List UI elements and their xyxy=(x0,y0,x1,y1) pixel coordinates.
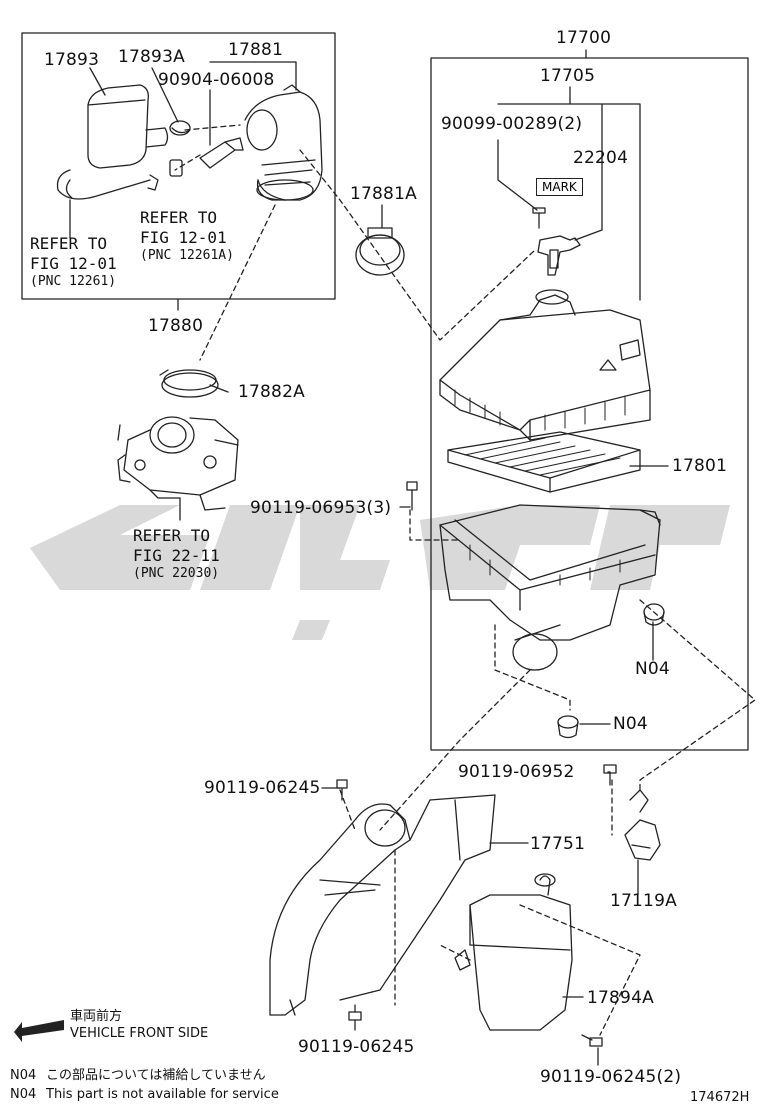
frame-17880 xyxy=(21,32,336,300)
label-17705: 17705 xyxy=(540,66,596,86)
refer-pnc: (PNC 22030) xyxy=(133,566,220,581)
bolt-90119-06245-lower xyxy=(348,1004,362,1021)
bolt-90119-06952 xyxy=(603,764,617,786)
refer-block-12261A: REFER TO FIG 12-01 (PNC 12261A) xyxy=(140,208,234,264)
label-17700: 17700 xyxy=(556,28,612,48)
label-17880: 17880 xyxy=(148,316,204,336)
hose-17881 xyxy=(244,84,323,201)
label-17894A: 17894A xyxy=(587,988,654,1008)
inlet-duct-17751 xyxy=(269,794,496,1016)
label-90904-06008: 90904-06008 xyxy=(158,70,275,90)
label-17751: 17751 xyxy=(530,834,586,854)
frame-17700 xyxy=(430,57,749,751)
label-90119-06953: 90119-06953(3) xyxy=(250,498,392,518)
clamp-17882A xyxy=(159,369,219,398)
label-17893: 17893 xyxy=(44,50,100,70)
bolt-90119-06245-pair xyxy=(581,1034,603,1047)
bolt-90119-06245-upper xyxy=(336,779,348,801)
bolt-90119-06953 xyxy=(406,481,418,511)
screw-90099 xyxy=(532,207,546,229)
label-90099-00289: 90099-00289(2) xyxy=(441,114,583,134)
front-label-en: VEHICLE FRONT SIDE xyxy=(70,1026,209,1041)
label-n04-lower: N04 xyxy=(613,714,648,734)
figure-id: 174672H xyxy=(690,1090,750,1105)
refer-line2: FIG 22-11 xyxy=(133,546,220,565)
label-17882A: 17882A xyxy=(238,382,305,402)
grommet-n04-lower xyxy=(557,715,579,739)
dashed-lines xyxy=(174,124,756,1036)
refer-line1: REFER TO xyxy=(140,208,218,227)
union-90904 xyxy=(199,137,244,169)
watermark-logo xyxy=(30,505,730,640)
label-22204: 22204 xyxy=(573,148,629,168)
note-jp-code: N04 xyxy=(10,1068,37,1083)
label-17881: 17881 xyxy=(228,40,284,60)
refer-line2: FIG 12-01 xyxy=(30,254,117,273)
label-17119A: 17119A xyxy=(610,891,677,911)
label-90119-06245-lower: 90119-06245 xyxy=(298,1037,415,1057)
front-label-jp: 車両前方 xyxy=(70,1009,123,1024)
refer-block-12261: REFER TO FIG 12-01 (PNC 12261) xyxy=(30,234,117,290)
resonator-17894A xyxy=(454,873,573,1031)
note-en-code: N04 xyxy=(10,1087,37,1102)
refer-pnc: (PNC 12261) xyxy=(30,274,117,289)
clamp-17893A xyxy=(169,120,191,177)
label-90119-06245-upper: 90119-06245 xyxy=(204,778,321,798)
mark-box: MARK xyxy=(536,178,583,196)
bracket-17119A xyxy=(624,789,661,861)
label-17801: 17801 xyxy=(672,456,728,476)
label-17881A: 17881A xyxy=(350,184,417,204)
note-jp-text: この部品については補給していません xyxy=(46,1068,266,1083)
throttle-body xyxy=(117,416,239,511)
label-90119-06952: 90119-06952 xyxy=(458,762,575,782)
label-n04-upper: N04 xyxy=(635,659,670,679)
refer-pnc: (PNC 12261A) xyxy=(140,248,234,263)
front-arrow-icon xyxy=(14,1020,64,1042)
filter-element-17801 xyxy=(447,431,641,493)
resonator-17893 xyxy=(56,84,169,239)
leader-lines xyxy=(89,49,669,1066)
air-cleaner-case xyxy=(439,504,661,671)
refer-block-22030: REFER TO FIG 22-11 (PNC 22030) xyxy=(133,526,220,582)
refer-line1: REFER TO xyxy=(133,526,211,545)
airflow-meter-22204 xyxy=(537,235,581,276)
label-17893A: 17893A xyxy=(118,47,185,67)
note-en-text: This part is not available for service xyxy=(46,1087,279,1102)
refer-line2: FIG 12-01 xyxy=(140,228,227,247)
label-90119-06245-pair: 90119-06245(2) xyxy=(540,1067,682,1087)
refer-line1: REFER TO xyxy=(30,234,108,253)
clamp-17881A xyxy=(355,227,405,276)
grommet-n04-upper xyxy=(643,603,665,626)
air-cleaner-cap xyxy=(439,289,651,441)
